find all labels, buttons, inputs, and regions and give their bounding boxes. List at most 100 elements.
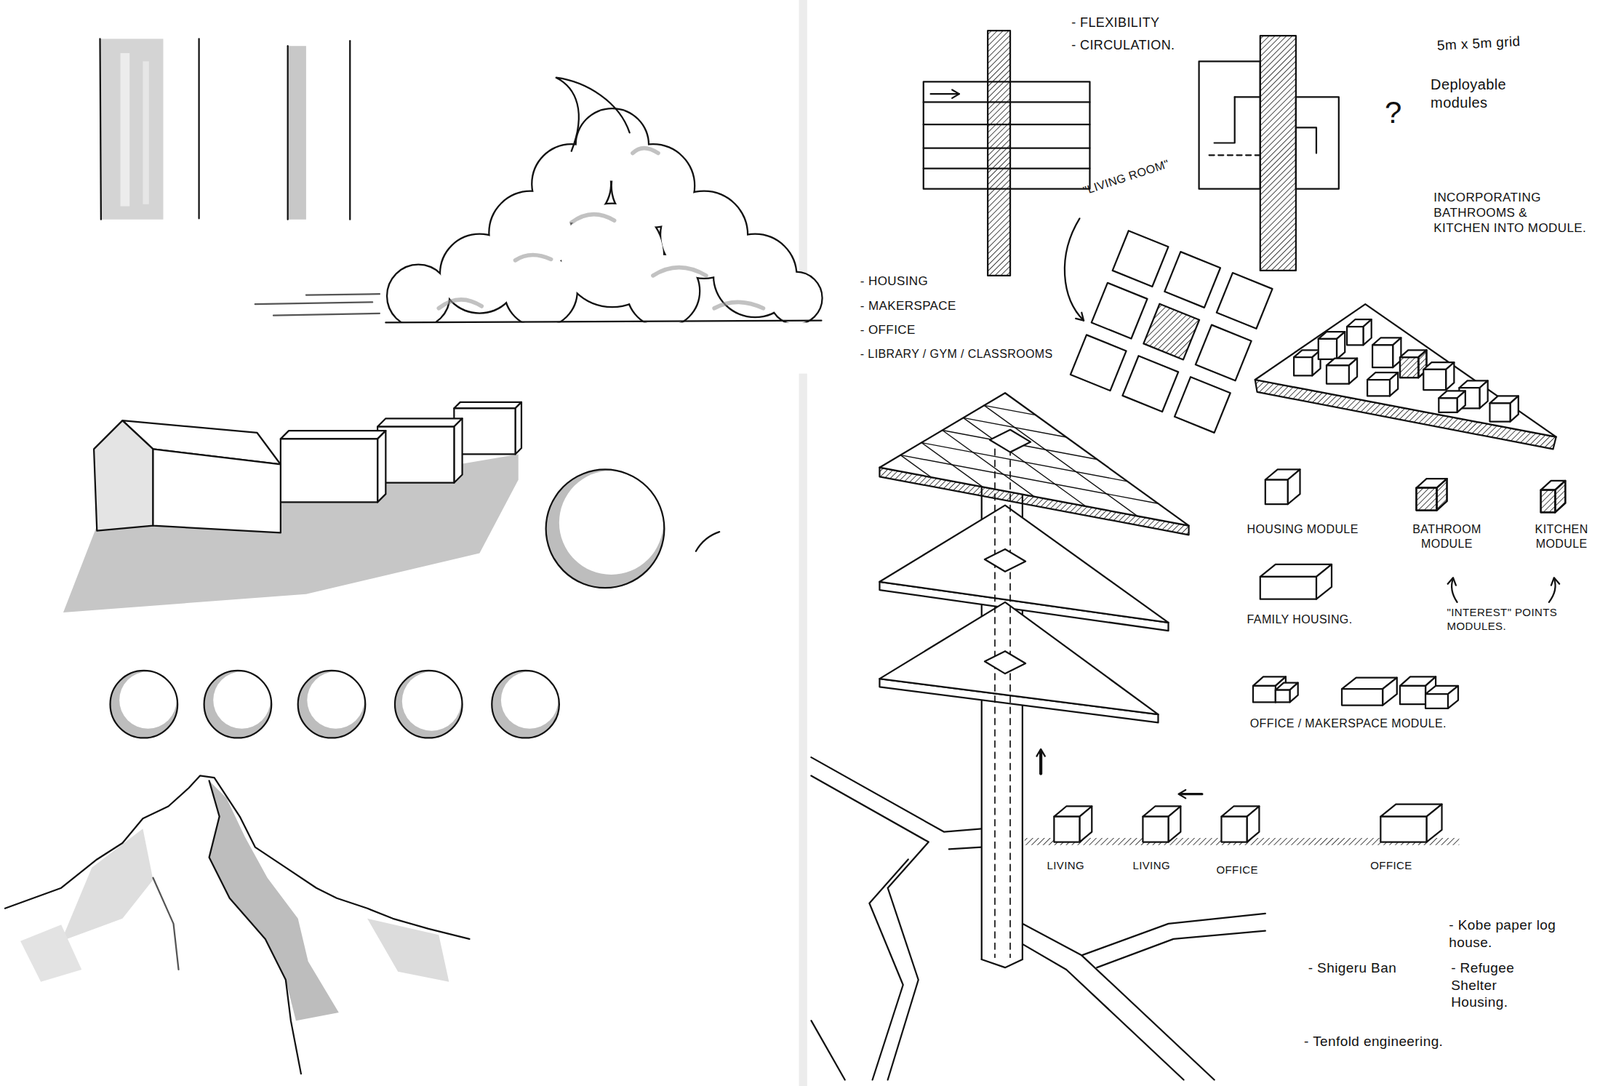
sketch-note: LIVING [1132,858,1171,873]
arrow-head [1551,577,1560,586]
massing-box [1326,358,1358,384]
box-front [1346,326,1363,345]
cloud-lobe [627,255,699,327]
office-module-icon [1341,677,1398,706]
sketch-note: - Tenfold engineering. [1304,1032,1443,1051]
cloud-swirl [556,77,630,152]
slab-grid [900,455,1158,504]
cloud-sketch [255,77,838,374]
sphere-light [559,470,664,575]
cloud-wisp [255,301,373,304]
cloud-shading [714,301,763,308]
box-front [1489,402,1510,422]
living-module [1142,805,1181,842]
box-side [1336,331,1345,360]
box-side [1079,805,1092,842]
massing-box [1346,319,1372,345]
box-side [1554,480,1566,512]
hidden-line [994,448,996,958]
house-wall [152,448,280,533]
house-gable [93,420,153,531]
box-side [1448,685,1459,709]
sketch-note: BATHROOM MODULE [1405,522,1488,552]
mountain-shade [367,918,449,982]
marker-streak [142,61,149,204]
box-side [1382,677,1398,706]
arrow-head [1178,789,1187,798]
house-box [280,430,387,502]
office-module [1380,804,1442,843]
grid-square [1122,355,1179,412]
sphere-shade [204,670,272,739]
massing-box [1318,331,1345,360]
sphere-shade [394,670,463,739]
slab-grid [942,429,1098,459]
box-front [1400,357,1419,378]
site-massing [1255,304,1557,449]
box-side [1389,372,1398,396]
cloud-shading [571,214,615,223]
box-side [1288,469,1301,504]
box-side [1437,478,1448,510]
mountain-shade [209,780,339,1021]
cloud-fill [505,255,577,327]
box-front [1423,369,1446,390]
cloud-wisp [306,293,380,295]
box-side [1445,362,1454,390]
box-front [1380,816,1427,843]
box-front [1221,816,1247,843]
plan-arrow [930,93,960,95]
slab-grid [942,429,1035,496]
mountain-crease [152,877,179,970]
cloud-fill [770,272,822,324]
kitchen-module-icon [1541,480,1566,512]
sketch-note: - Kobe paper log house. [1448,916,1592,952]
box-side [1168,805,1182,842]
box-side [1247,805,1260,842]
family-housing-icon [1260,564,1332,600]
box-side [1289,682,1298,703]
box-side [377,430,386,502]
sketch-note: "INTEREST" POINTS MODULES. [1447,605,1585,634]
floor-slab [879,392,1189,535]
cloud-lobe [505,255,577,327]
slab-grid [962,417,1086,507]
box-front [1341,688,1383,705]
road-line [949,847,982,850]
sphere-sketch [298,670,366,739]
box-front [280,438,378,502]
sketch-note: - CIRCULATION. [1071,37,1175,54]
slab-grid [921,442,983,488]
circulation-band [987,30,1011,276]
plan-outline [1296,96,1339,189]
bar-edge [100,38,102,219]
box-front [1400,685,1426,704]
box-front-hatch [1416,488,1437,511]
void-opening [984,650,1026,674]
massing-box [1489,395,1518,422]
sketch-note: - FLEXIBILITY [1071,14,1160,32]
sketch-note: - LIBRARY / GYM / CLASSROOMS [860,346,1054,362]
box-front [1425,693,1448,709]
box-front [1372,344,1393,368]
sketch-note: FAMILY HOUSING. [1247,612,1353,627]
plan-line [1296,127,1317,153]
sketch-note: ? [1384,93,1403,133]
massing-box [1367,372,1398,396]
massing-box [1438,390,1465,412]
grid-square [1216,272,1273,329]
grid-square [1164,251,1221,308]
bar-edge [287,45,289,220]
slab-grid [984,405,1036,415]
box-front [1326,365,1350,384]
slab-top [879,505,1168,623]
box-top [377,418,462,427]
sphere-sketch [546,469,665,588]
cloud-fill [387,265,449,327]
box-front [377,426,454,483]
sphere-sketch [394,670,463,739]
arrow-head [1075,312,1084,321]
house-box [453,402,522,455]
arrow-head [1036,749,1045,757]
